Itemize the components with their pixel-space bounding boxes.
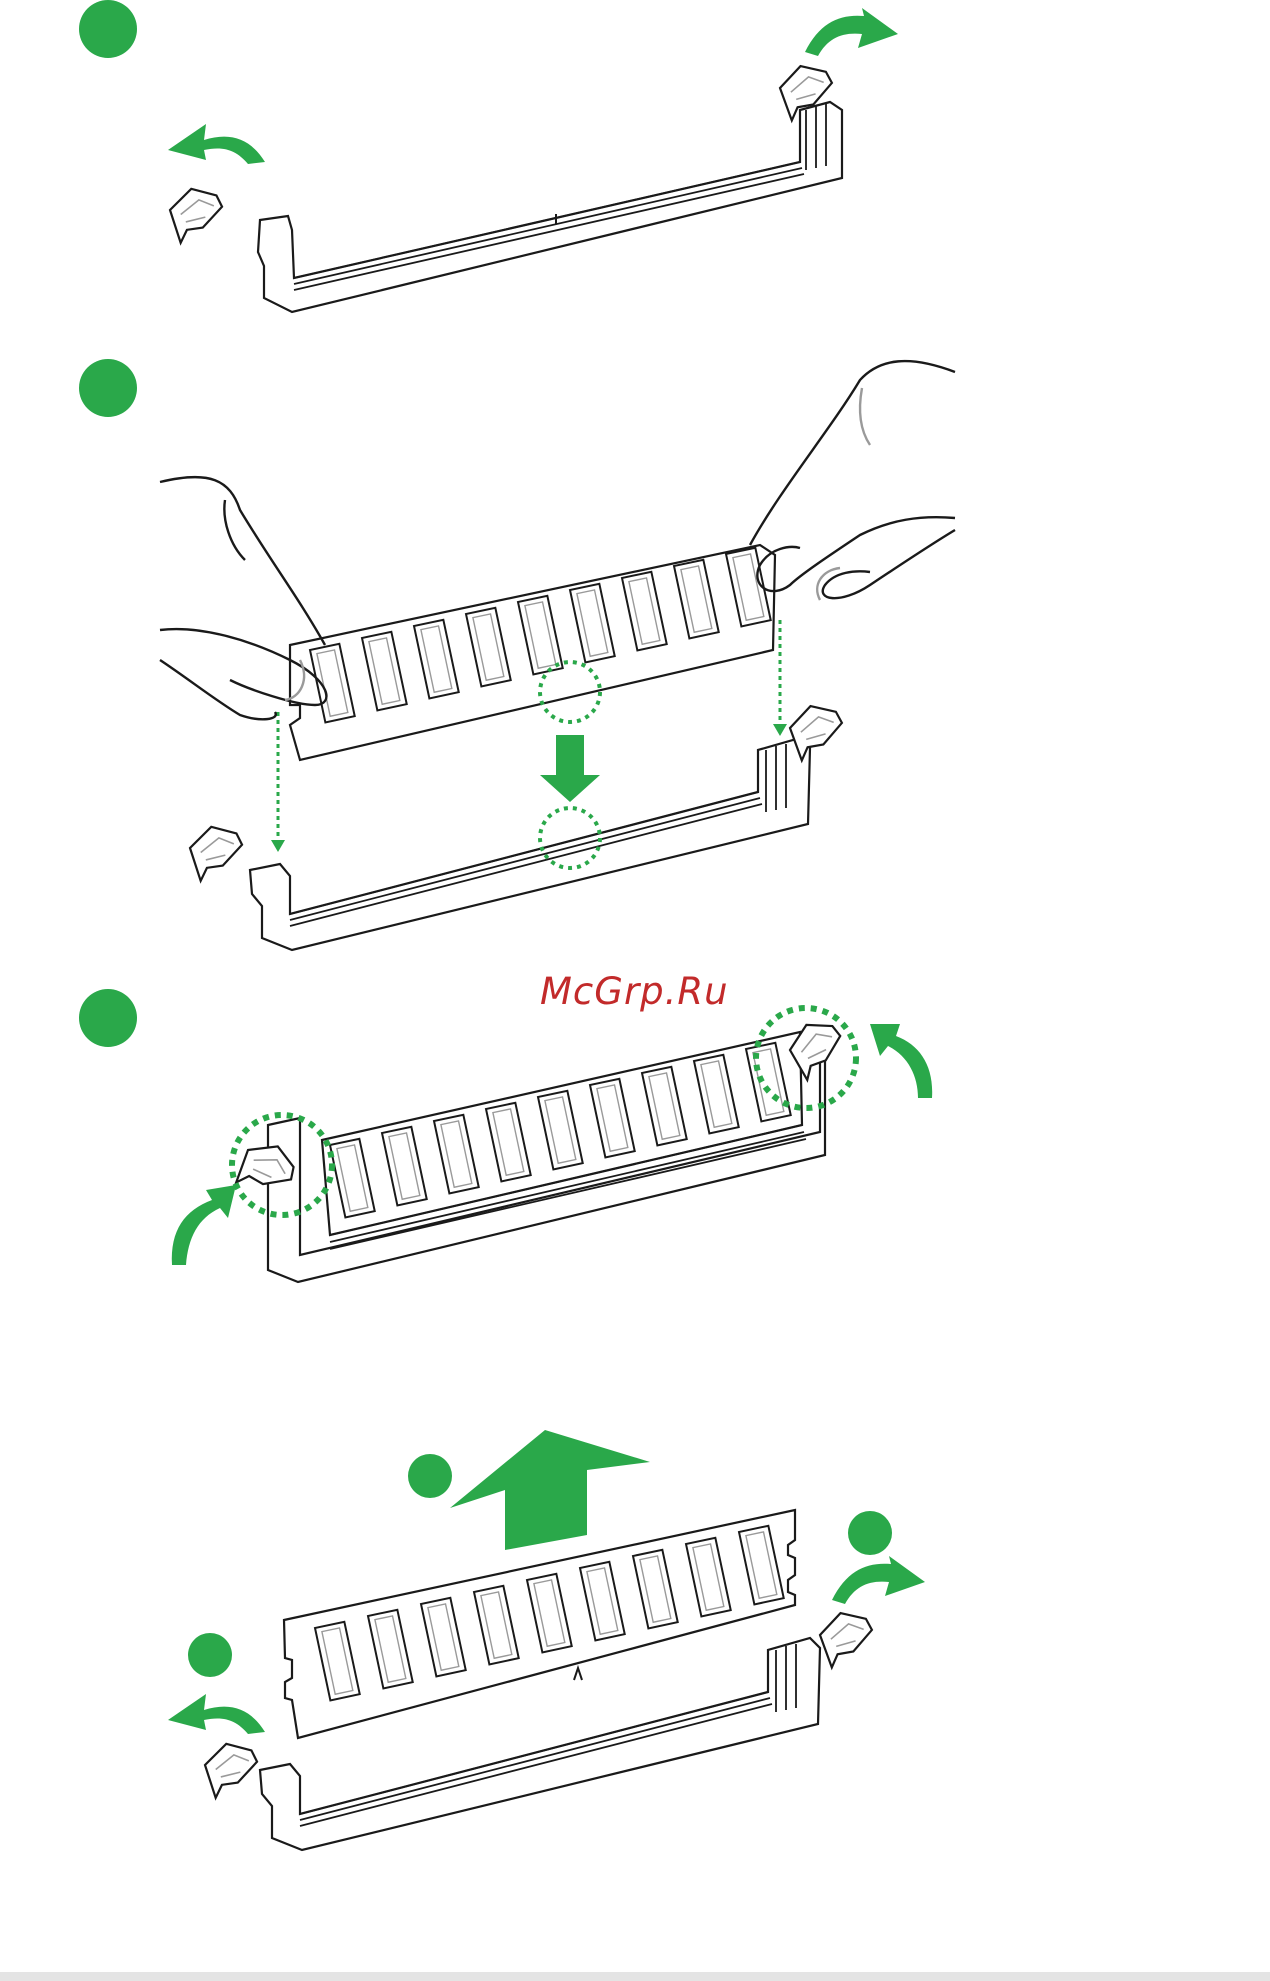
step-3-marker <box>79 989 137 1047</box>
step-3-socket-with-module <box>268 1032 825 1282</box>
step-2-left-latch <box>187 823 246 882</box>
step-2-socket <box>250 738 810 950</box>
footer-bar <box>0 1972 1270 1981</box>
remove-memory-module <box>284 1510 795 1738</box>
remove-step-marker-b <box>408 1454 452 1498</box>
right-hand-icon <box>750 361 955 600</box>
remove-step-marker-a-right <box>848 1511 892 1555</box>
remove-left-latch <box>202 1740 261 1799</box>
watermark-text: McGrp.Ru <box>540 970 729 1013</box>
remove-group <box>168 1430 925 1850</box>
step-1-marker <box>79 0 137 58</box>
step-3-group <box>79 989 932 1282</box>
remove-right-latch <box>817 1608 877 1668</box>
step-3-right-arrow-icon <box>870 1024 932 1098</box>
step-1-group <box>79 0 898 312</box>
step-2-memory-module <box>290 545 775 760</box>
remove-left-arrow-icon <box>168 1694 265 1734</box>
step-3-left-arrow-icon <box>172 1185 236 1265</box>
step-1-right-arrow-icon <box>805 8 898 56</box>
remove-step-marker-a-left <box>188 1633 232 1677</box>
down-arrow-icon <box>540 735 600 802</box>
step-1-left-arrow-icon <box>168 124 265 164</box>
remove-right-arrow-icon <box>832 1556 925 1604</box>
step-2-group <box>79 359 955 950</box>
step-2-marker <box>79 359 137 417</box>
up-arrow-icon <box>450 1430 650 1550</box>
step-1-socket <box>258 102 842 312</box>
step-1-left-latch <box>167 185 226 244</box>
